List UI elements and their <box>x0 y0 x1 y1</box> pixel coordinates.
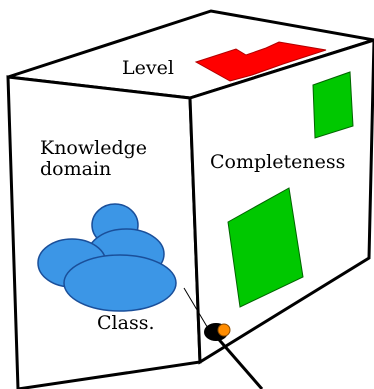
level-label: Level <box>122 57 174 79</box>
pointer-thin-line <box>183 287 210 331</box>
pointer-stick <box>213 334 264 389</box>
pointer-dot <box>217 323 231 337</box>
completeness-shape-small <box>312 71 354 139</box>
class-ellipse-bottom <box>63 254 177 312</box>
completeness-shape-large <box>227 187 304 308</box>
level-shape <box>194 41 327 82</box>
knowledge-domain-label: Knowledge domain <box>40 137 148 180</box>
completeness-label: Completeness <box>210 151 346 173</box>
class-label: Class. <box>97 312 155 334</box>
